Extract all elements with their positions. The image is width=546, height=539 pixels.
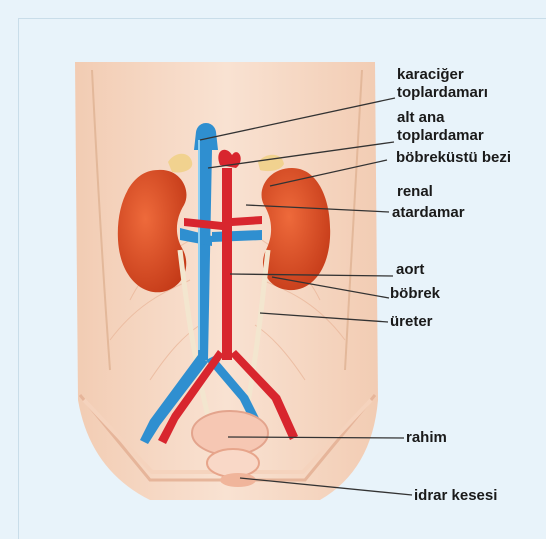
label-aorta: aort bbox=[396, 261, 424, 279]
label-uterus: rahim bbox=[406, 429, 447, 447]
label-vena-cava-line1: alt ana bbox=[397, 109, 445, 127]
label-renal-artery-line2: atardamar bbox=[392, 204, 465, 222]
label-hepatic-vein-line1: karaciğer bbox=[397, 66, 464, 84]
label-bladder: idrar kesesi bbox=[414, 487, 497, 505]
label-ureter: üreter bbox=[390, 313, 433, 331]
label-hepatic-vein-line2: toplardamarı bbox=[397, 84, 488, 102]
label-adrenal-gland: böbreküstü bezi bbox=[396, 149, 511, 167]
bladder bbox=[207, 449, 259, 477]
label-vena-cava-line2: toplardamar bbox=[397, 127, 484, 145]
label-renal-artery-line1: renal bbox=[397, 183, 433, 201]
right-kidney bbox=[262, 168, 331, 290]
label-kidney: böbrek bbox=[390, 285, 440, 303]
